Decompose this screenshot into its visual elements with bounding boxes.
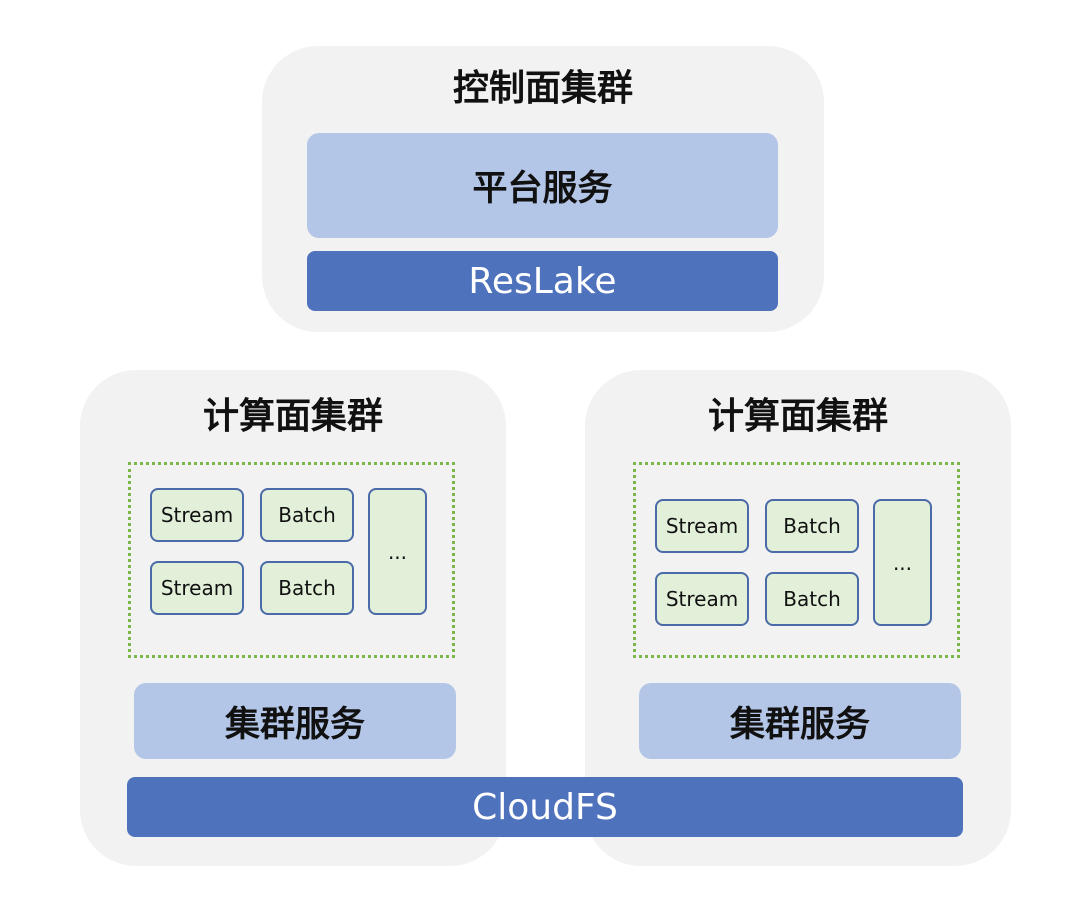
stream-job: Stream: [655, 499, 749, 553]
job-area: Stream Batch Stream Batch ...: [633, 462, 960, 658]
control-plane-cluster: 控制面集群 平台服务 ResLake: [262, 46, 824, 332]
stream-job: Stream: [150, 561, 244, 615]
cloudfs-bar: CloudFS: [127, 777, 963, 837]
batch-job: Batch: [260, 488, 354, 542]
cluster-service-box: 集群服务: [639, 683, 961, 759]
batch-job: Batch: [765, 499, 859, 553]
cluster-service-box: 集群服务: [134, 683, 456, 759]
reslake-bar: ResLake: [307, 251, 778, 311]
batch-job: Batch: [765, 572, 859, 626]
stream-job: Stream: [150, 488, 244, 542]
more-jobs: ...: [368, 488, 427, 615]
job-area: Stream Batch Stream Batch ...: [128, 462, 455, 658]
platform-service-box: 平台服务: [307, 133, 778, 238]
stream-job: Stream: [655, 572, 749, 626]
control-plane-title: 控制面集群: [452, 68, 633, 109]
compute-cluster-title: 计算面集群: [202, 396, 383, 437]
compute-cluster-title: 计算面集群: [707, 396, 888, 437]
more-jobs: ...: [873, 499, 932, 626]
batch-job: Batch: [260, 561, 354, 615]
